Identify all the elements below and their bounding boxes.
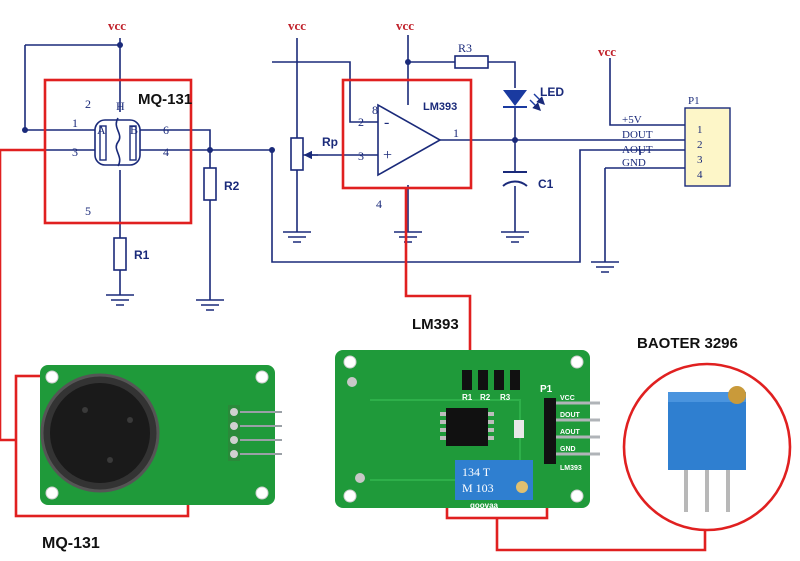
comparator-plus: + xyxy=(383,147,392,164)
sensor-heater-label: H xyxy=(116,99,125,113)
connector-comparator xyxy=(404,188,472,395)
sensor-pin-6: 6 xyxy=(163,123,169,137)
signal-gnd: GND xyxy=(622,157,646,169)
sensor-symbol: H A B 1 2 3 4 5 6 xyxy=(72,97,169,218)
header-pin-2: 2 xyxy=(697,139,703,151)
rp-symbol xyxy=(290,137,304,171)
connector-sensor xyxy=(0,148,45,442)
board-potentiometer xyxy=(455,460,533,500)
ground-icon xyxy=(501,231,529,243)
board-silk-aout: AOUT xyxy=(560,429,581,436)
comparator-symbol: 8 2 3 1 4 - + LM393 xyxy=(358,101,459,211)
r1-symbol xyxy=(113,237,127,271)
vcc-label-2: vcc xyxy=(288,18,306,33)
comparator-minus: - xyxy=(384,114,389,131)
comparator-pin-3: 3 xyxy=(358,149,364,163)
comparator-pin-1: 1 xyxy=(453,126,459,140)
pot-text-bottom: M 103 xyxy=(462,481,494,495)
pot-text-top: 134 T xyxy=(462,465,491,479)
ground-icon xyxy=(106,294,134,306)
board-resistor-r2: R2 xyxy=(480,393,491,402)
ground-icon xyxy=(196,299,224,311)
board-resistor-r1: R1 xyxy=(462,393,473,402)
capacitor-label: C1 xyxy=(538,177,554,191)
sensor-photo-caption: MQ-131 xyxy=(42,535,100,552)
vcc-labels: vcc vcc vcc vcc xyxy=(108,18,616,59)
sensor-b-label: B xyxy=(130,123,138,137)
sensor-pin-5: 5 xyxy=(85,204,91,218)
board-header-label: P1 xyxy=(540,384,553,395)
pot-photo-caption: BAOTER 3296 xyxy=(637,335,738,352)
header-p1-symbol xyxy=(684,107,731,187)
header-pin-4: 4 xyxy=(697,169,703,181)
header-pin-3: 3 xyxy=(697,154,703,166)
led-label: LED xyxy=(540,85,564,99)
sensor-title: MQ-131 xyxy=(138,91,192,108)
r1-label: R1 xyxy=(134,248,150,262)
ground-icon xyxy=(283,231,311,243)
comparator-pin-2: 2 xyxy=(358,115,364,129)
sensor-a-label: A xyxy=(97,123,106,137)
rp-label: Rp xyxy=(322,135,338,149)
board-resistor-r3: R3 xyxy=(500,393,511,402)
sensor-pin-1: 1 xyxy=(72,116,78,130)
vcc-label-4: vcc xyxy=(598,44,616,59)
wires xyxy=(10,35,685,300)
board-chip-silk: LM393 xyxy=(560,465,582,472)
r2-symbol xyxy=(203,167,217,201)
highlight-sensor-schematic xyxy=(43,78,193,225)
comparator-pin-4: 4 xyxy=(376,197,382,211)
comparator-title: LM393 xyxy=(423,101,457,113)
vcc-label-1: vcc xyxy=(108,18,126,33)
sensor-pin-2: 2 xyxy=(85,97,91,111)
sensor-pin-4: 4 xyxy=(163,145,169,159)
sensor-pin-3: 3 xyxy=(72,145,78,159)
connector-pot xyxy=(495,518,707,552)
r2-label: R2 xyxy=(224,179,240,193)
header-pin-1: 1 xyxy=(697,124,703,136)
lm393-chip xyxy=(446,408,488,446)
vcc-label-3: vcc xyxy=(396,18,414,33)
board-silk-vcc: VCC xyxy=(560,395,575,402)
comparator-pin-8: 8 xyxy=(372,103,378,117)
potentiometer-photo xyxy=(622,362,792,532)
signal-dout: DOUT xyxy=(622,129,653,141)
ground-icon xyxy=(394,231,422,243)
signal-aout: AOUT xyxy=(622,144,653,156)
header-name: P1 xyxy=(688,95,700,107)
comparator-photo-caption: LM393 xyxy=(412,316,459,333)
led-icon xyxy=(503,90,545,111)
capacitor-symbol xyxy=(502,171,528,187)
board-brand: goovaa xyxy=(470,501,499,510)
junction-dots xyxy=(22,42,518,153)
vcc-bars xyxy=(296,38,611,62)
highlight-comparator-schematic xyxy=(341,78,473,190)
board-silk-gnd: GND xyxy=(560,446,576,453)
comparator-board-photo: R1 R2 R3 P1 VCC DOUT AOUT GND LM393 xyxy=(335,350,600,510)
sensor-board-photo xyxy=(40,365,282,505)
ground-icons xyxy=(106,231,619,311)
ground-icon xyxy=(591,261,619,273)
signal-5v: +5V xyxy=(622,114,642,126)
r3-label: R3 xyxy=(458,41,472,55)
board-silk-dout: DOUT xyxy=(560,412,581,419)
r3-symbol xyxy=(454,55,489,69)
